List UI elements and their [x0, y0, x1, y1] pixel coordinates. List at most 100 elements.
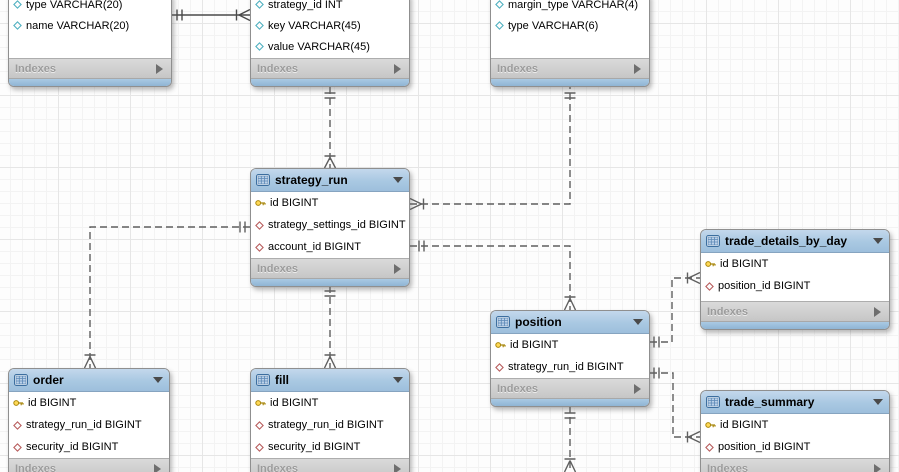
connector-settings-strategyrun[interactable]	[323, 87, 337, 169]
collapse-arrow-icon[interactable]	[153, 377, 163, 383]
field-row[interactable]: strategy_run_id BIGINT	[491, 356, 649, 378]
field-label: id BIGINT	[270, 397, 319, 409]
indexes-label: Indexes	[15, 462, 56, 472]
collapse-arrow-icon[interactable]	[393, 177, 403, 183]
column-icon	[495, 21, 504, 30]
field-row[interactable]: strategy_run_id BIGINT	[251, 414, 409, 436]
field-row[interactable]: name VARCHAR(20)	[9, 15, 171, 36]
expand-arrow-icon	[634, 63, 641, 74]
foreign-key-icon	[255, 242, 264, 252]
field-row[interactable]: id BIGINT	[251, 192, 409, 214]
foreign-key-icon	[495, 362, 504, 372]
table-header[interactable]: order	[9, 369, 169, 392]
collapse-arrow-icon[interactable]	[633, 319, 643, 325]
table-header[interactable]: position	[491, 311, 649, 334]
field-row[interactable]: position_id BIGINT	[701, 275, 889, 297]
indexes-section[interactable]: Indexes	[701, 458, 889, 472]
table-fields: strategy_id INT key VARCHAR(45) value VA…	[251, 0, 409, 58]
table-header[interactable]: fill	[251, 369, 409, 392]
field-row[interactable]: margin_type VARCHAR(4)	[491, 0, 649, 15]
field-label: margin_type VARCHAR(4)	[508, 0, 639, 11]
field-label: id BIGINT	[28, 397, 77, 409]
indexes-label: Indexes	[497, 62, 538, 75]
field-row[interactable]: security_id BIGINT	[251, 436, 409, 458]
field-row[interactable]: strategy_id INT	[251, 0, 409, 15]
expand-arrow-icon	[394, 263, 401, 274]
indexes-section[interactable]: Indexes	[9, 58, 171, 79]
field-row[interactable]: security_id BIGINT	[9, 436, 169, 458]
field-row[interactable]: strategy_run_id BIGINT	[9, 414, 169, 436]
field-label: strategy_run_id BIGINT	[268, 419, 384, 431]
field-row[interactable]: key VARCHAR(45)	[251, 15, 409, 36]
field-row[interactable]: type VARCHAR(6)	[491, 15, 649, 36]
connector-strategyrun-order[interactable]	[83, 221, 251, 369]
indexes-label: Indexes	[707, 462, 748, 472]
connector-position-offscreen[interactable]	[563, 406, 577, 472]
table-icon	[706, 235, 720, 247]
table-order[interactable]: order id BIGINT strategy_run_id BIGINT s…	[8, 368, 170, 472]
connector-position-tradedetails[interactable]	[650, 271, 701, 348]
primary-key-icon	[495, 342, 506, 348]
table-title: fill	[275, 373, 289, 387]
table-header[interactable]: trade_details_by_day	[701, 230, 889, 253]
table-strategy-run[interactable]: strategy_run id BIGINT strategy_settings…	[250, 168, 410, 287]
column-icon	[255, 21, 264, 30]
table-position[interactable]: position id BIGINT strategy_run_id BIGIN…	[490, 310, 650, 407]
indexes-label: Indexes	[707, 305, 748, 318]
table-header[interactable]: trade_summary	[701, 391, 889, 414]
column-icon	[255, 42, 264, 51]
indexes-label: Indexes	[257, 62, 298, 75]
table-bottom-bar	[491, 399, 649, 406]
indexes-section[interactable]: Indexes	[701, 301, 889, 322]
field-row[interactable]: type VARCHAR(20)	[9, 0, 171, 15]
expand-arrow-icon	[634, 383, 641, 394]
connector-strategy-settings[interactable]	[172, 8, 251, 22]
indexes-section[interactable]: Indexes	[9, 458, 169, 472]
field-row[interactable]: account_id BIGINT	[251, 236, 409, 258]
table-fields: id BIGINT position_id BIGINT	[701, 253, 889, 301]
connector-strategyrun-fill[interactable]	[323, 286, 337, 369]
indexes-label: Indexes	[257, 462, 298, 472]
table-fields: id BIGINT strategy_run_id BIGINT	[491, 334, 649, 378]
field-row[interactable]: id BIGINT	[701, 414, 889, 436]
field-label: security_id BIGINT	[268, 441, 361, 453]
field-row[interactable]: id BIGINT	[701, 253, 889, 275]
connector-strategyrun-margin[interactable]	[409, 87, 576, 211]
field-row[interactable]: id BIGINT	[491, 334, 649, 356]
field-row[interactable]: value VARCHAR(45)	[251, 36, 409, 57]
field-label: strategy_id INT	[268, 0, 343, 11]
connector-strategyrun-position[interactable]	[410, 240, 577, 311]
field-label: id BIGINT	[720, 258, 769, 270]
table-partial-margin[interactable]: margin_type VARCHAR(4) type VARCHAR(6) I…	[490, 0, 650, 87]
table-trade-details-by-day[interactable]: trade_details_by_day id BIGINT position_…	[700, 229, 890, 330]
foreign-key-icon	[705, 281, 714, 291]
field-row[interactable]: id BIGINT	[9, 392, 169, 414]
field-label: strategy_settings_id BIGINT	[268, 219, 406, 231]
expand-arrow-icon	[154, 463, 161, 472]
indexes-section[interactable]: Indexes	[251, 58, 409, 79]
connector-position-tradesummary[interactable]	[650, 367, 701, 444]
expand-arrow-icon	[394, 63, 401, 74]
field-row[interactable]: strategy_settings_id BIGINT	[251, 214, 409, 236]
table-partial-strategy[interactable]: type VARCHAR(20) name VARCHAR(20) Indexe…	[8, 0, 172, 87]
collapse-arrow-icon[interactable]	[873, 238, 883, 244]
table-fill[interactable]: fill id BIGINT strategy_run_id BIGINT se…	[250, 368, 410, 472]
table-partial-strategy-settings[interactable]: strategy_id INT key VARCHAR(45) value VA…	[250, 0, 410, 87]
field-row[interactable]: position_id BIGINT	[701, 436, 889, 458]
collapse-arrow-icon[interactable]	[393, 377, 403, 383]
primary-key-icon	[255, 400, 266, 406]
indexes-section[interactable]: Indexes	[251, 258, 409, 279]
indexes-section[interactable]: Indexes	[491, 378, 649, 399]
foreign-key-icon	[13, 420, 22, 430]
collapse-arrow-icon[interactable]	[873, 399, 883, 405]
field-label: id BIGINT	[720, 419, 769, 431]
field-row[interactable]: id BIGINT	[251, 392, 409, 414]
indexes-section[interactable]: Indexes	[491, 58, 649, 79]
field-label: type VARCHAR(6)	[508, 19, 599, 32]
indexes-section[interactable]: Indexes	[251, 458, 409, 472]
table-header[interactable]: strategy_run	[251, 169, 409, 192]
table-trade-summary[interactable]: trade_summary id BIGINT position_id BIGI…	[700, 390, 890, 472]
table-fields: id BIGINT strategy_run_id BIGINT securit…	[9, 392, 169, 458]
table-icon	[256, 174, 270, 186]
